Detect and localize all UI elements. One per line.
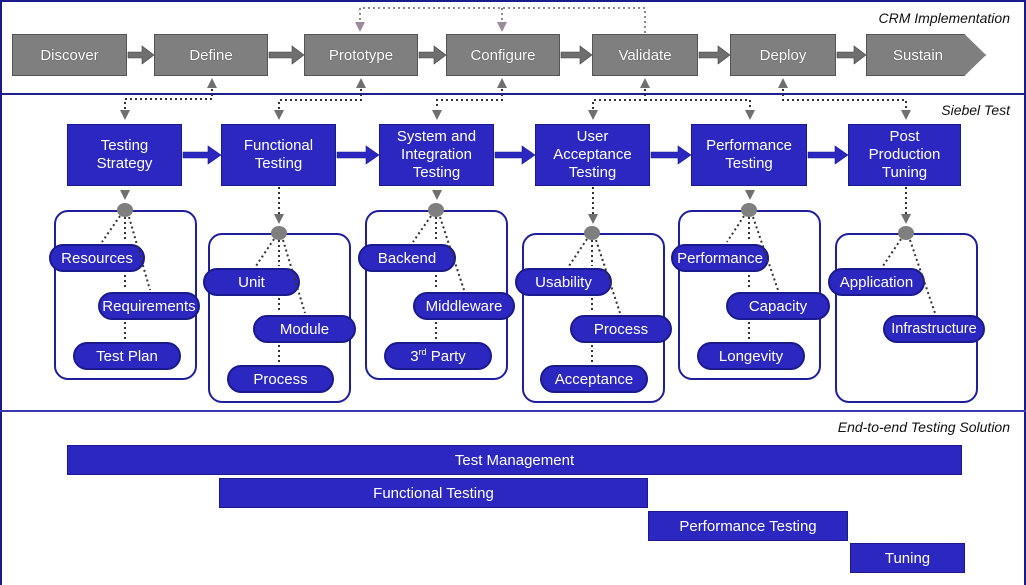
step-user-acceptance-testing[interactable]: User Acceptance Testing [535,124,650,186]
bar-test-management[interactable]: Test Management [67,445,962,475]
item-usability[interactable]: Usability [515,268,612,296]
item-uat-process[interactable]: Process [570,315,672,343]
step-system-integration-testing[interactable]: System and Integration Testing [379,124,494,186]
bar-functional-testing[interactable]: Functional Testing [219,478,648,508]
item-3rd-party[interactable]: 3rd Party [384,342,492,370]
step-testing-strategy[interactable]: Testing Strategy [67,124,182,186]
item-backend[interactable]: Backend [358,244,456,272]
phase-configure[interactable]: Configure [446,34,560,76]
phase-discover[interactable]: Discover [12,34,127,76]
step-post-production-tuning[interactable]: Post Production Tuning [848,124,961,186]
item-test-plan[interactable]: Test Plan [73,342,181,370]
hub-post-production [898,226,914,240]
item-3rd-party-label: 3rd Party [410,347,466,365]
phase-validate[interactable]: Validate [592,34,698,76]
hub-performance [741,203,757,217]
item-performance[interactable]: Performance [671,244,769,272]
phase-deploy[interactable]: Deploy [730,34,836,76]
item-middleware[interactable]: Middleware [413,292,515,320]
ordinal-suffix: rd [418,347,427,357]
divider-crm-siebel [0,93,1026,95]
phase-define[interactable]: Define [154,34,268,76]
phase-sustain[interactable]: Sustain [866,34,986,76]
item-longevity[interactable]: Longevity [697,342,805,370]
item-application[interactable]: Application [828,268,925,296]
item-module[interactable]: Module [253,315,356,343]
phase-prototype[interactable]: Prototype [304,34,418,76]
hub-testing-strategy [117,203,133,217]
section-label-e2e: End-to-end Testing Solution [837,419,1010,435]
hub-user-acceptance [584,226,600,240]
section-label-siebel: Siebel Test [941,102,1010,118]
item-capacity[interactable]: Capacity [726,292,830,320]
hub-system-integration [428,203,444,217]
step-performance-testing[interactable]: Performance Testing [691,124,807,186]
bar-performance-testing[interactable]: Performance Testing [648,511,848,541]
item-requirements[interactable]: Requirements [98,292,200,320]
item-process[interactable]: Process [227,365,334,393]
step-functional-testing[interactable]: Functional Testing [221,124,336,186]
hub-functional-testing [271,226,287,240]
bar-tuning[interactable]: Tuning [850,543,965,573]
item-resources[interactable]: Resources [49,244,145,272]
item-unit[interactable]: Unit [203,268,300,296]
section-label-crm: CRM Implementation [878,10,1011,26]
item-acceptance[interactable]: Acceptance [540,365,648,393]
divider-siebel-e2e [0,410,1026,412]
item-infrastructure[interactable]: Infrastructure [883,315,985,343]
